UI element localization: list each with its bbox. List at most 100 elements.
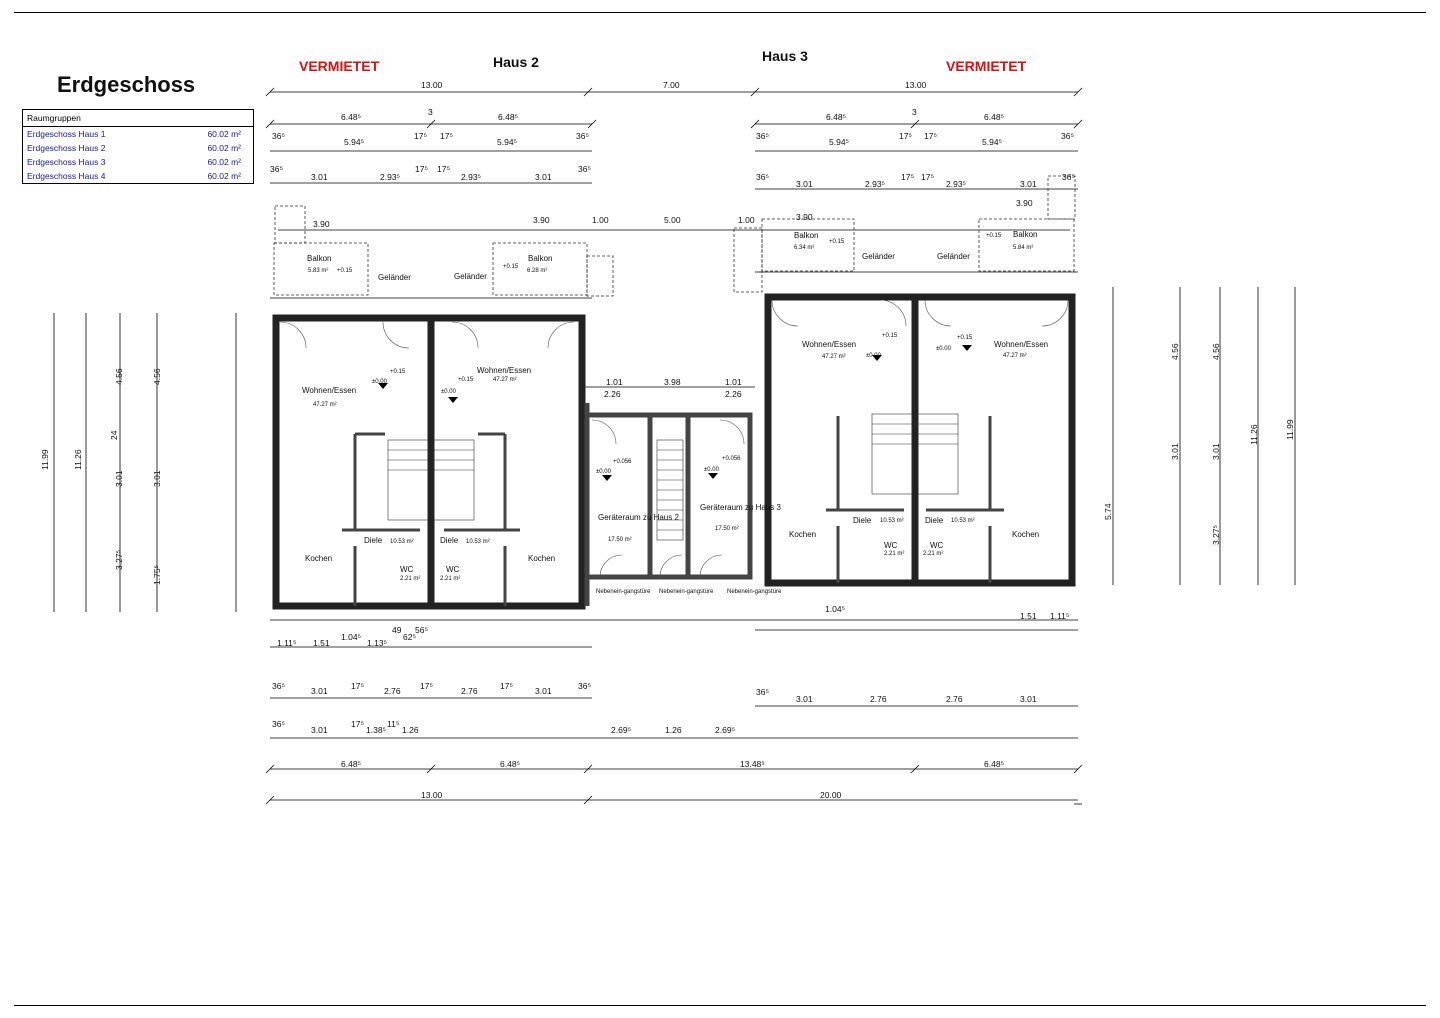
room-area-wohnen: 47.27 m²	[1003, 353, 1027, 359]
room-group-row: Erdgeschoss Haus 3 60.02 m²	[23, 155, 253, 169]
dim-text: 11.26	[1249, 424, 1259, 445]
room-name-kochen: Kochen	[1012, 530, 1039, 539]
dim-text: 17⁵	[351, 719, 364, 729]
dim-text: 11.99	[1285, 419, 1295, 440]
dim-text: 3.90	[313, 219, 330, 229]
dim-text: 1.26	[402, 725, 419, 735]
room-name-kochen: Kochen	[528, 554, 555, 563]
room-group-area: 60.02 m²	[207, 157, 241, 167]
dim-text: 13.00	[905, 80, 927, 90]
room-name-wohnen: Wohnen/Essen	[477, 366, 531, 375]
bottom-border	[14, 1005, 1426, 1006]
dim-text: 3.90	[533, 215, 550, 225]
rented-label-right: VERMIETET	[946, 58, 1027, 74]
house-label-haus3: Haus 3	[762, 48, 808, 64]
room-name-kochen: Kochen	[789, 530, 816, 539]
level-label: +0.056	[722, 456, 741, 462]
dim-text: 2.93⁵	[380, 172, 400, 182]
room-name-wc: WC	[930, 541, 944, 550]
dim-text: 36⁵	[1062, 172, 1075, 182]
dim-text: 13.00	[421, 80, 443, 90]
room-name-wohnen: Wohnen/Essen	[802, 340, 856, 349]
dim-text: 1.04⁵	[825, 604, 845, 614]
dim-text: 3.01	[1211, 443, 1221, 460]
dimension-texts: 13.00 7.00 13.00 6.48⁵ 3 6.48⁵ 6.48⁵ 3 6…	[270, 80, 1075, 800]
dim-text: 36⁵	[756, 131, 769, 141]
dim-text: 2.93⁵	[461, 172, 481, 182]
room-group-area: 60.02 m²	[207, 129, 241, 139]
dim-text: 13.00	[421, 790, 443, 800]
dim-text: 3.01	[114, 470, 124, 487]
level-label: +0.15	[957, 335, 973, 341]
dim-text: 3.90	[1016, 198, 1033, 208]
dim-text: 6.48⁵	[984, 112, 1004, 122]
dim-text: 2.76	[946, 694, 963, 704]
dim-text: 4.56	[1211, 343, 1221, 360]
room-area-balkon: 6.34 m²	[794, 245, 814, 251]
room-area-geraeteraum: 17.50 m²	[608, 537, 632, 543]
dim-text: 3.01	[152, 470, 162, 487]
dim-text: 36⁵	[1061, 131, 1074, 141]
dim-text: 2.69⁵	[715, 725, 735, 735]
room-group-name: Erdgeschoss Haus 3	[27, 157, 106, 167]
dim-text: 2.93⁵	[865, 179, 885, 189]
level-markers	[378, 345, 972, 481]
inner-walls	[342, 416, 1004, 606]
room-name-balkon: Balkon	[794, 231, 818, 240]
dim-text: 5.74	[1103, 503, 1113, 520]
room-name-wc: WC	[400, 565, 414, 574]
room-area-wohnen: 47.27 m²	[313, 402, 337, 408]
room-area-balkon: 5.83 m²	[308, 268, 328, 274]
room-area-geraeteraum: 17.50 m²	[715, 526, 739, 532]
level-label: +0.15	[882, 333, 898, 339]
dim-text: 1.38⁵	[366, 725, 386, 735]
dim-text: 1.51	[1020, 611, 1037, 621]
dim-text: 1.26	[665, 725, 682, 735]
dim-text: 24	[109, 430, 119, 440]
dim-text: 3.27⁵	[1211, 525, 1221, 545]
level-label: ±0.00	[936, 346, 952, 352]
room-name-wc: WC	[884, 541, 898, 550]
dim-text: 2.26	[604, 389, 621, 399]
dim-text: 5.00	[664, 215, 681, 225]
room-area-balkon: 5.84 m²	[1013, 245, 1033, 251]
dim-text: 6.48⁵	[341, 112, 361, 122]
side-dimension-texts: 11.99 11.26 4.56 3.01 24 1.75⁵ 3.27⁵ 4.5…	[40, 343, 1295, 585]
dim-text: 17⁵	[500, 681, 513, 691]
room-name-geraeteraum: Geräteraum zu Haus 3	[700, 503, 781, 512]
dim-text: 1.00	[738, 215, 755, 225]
dim-text: 2.93⁵	[946, 179, 966, 189]
dim-text: 36⁵	[272, 131, 285, 141]
dim-text: 11⁵	[387, 719, 399, 729]
dim-text: 6.48⁵	[984, 759, 1004, 769]
dim-text: 3	[912, 107, 917, 117]
gelaender-label: Geländer	[937, 252, 970, 261]
dim-text: 4.56	[114, 368, 124, 385]
room-name-wohnen: Wohnen/Essen	[994, 340, 1048, 349]
room-area-wc: 2.21 m²	[440, 576, 460, 582]
dim-text: 17⁵	[351, 681, 364, 691]
dim-text: 62⁵	[403, 632, 416, 642]
dim-text: 5.94⁵	[982, 137, 1002, 147]
dim-text: 11.99	[40, 449, 50, 470]
dim-text: 3.01	[1020, 694, 1037, 704]
room-area-diele: 10.53 m²	[951, 518, 975, 524]
room-name-balkon: Balkon	[528, 254, 552, 263]
dim-text: 3.01	[1170, 443, 1180, 460]
level-label: +0.15	[503, 264, 519, 270]
dim-text: 3.90	[796, 212, 813, 222]
room-name-nebeneingang: Nebenein-gangstüre	[727, 589, 782, 595]
dim-text: 6.48⁵	[498, 112, 518, 122]
dimension-ticks	[265, 87, 1083, 805]
stairs	[387, 413, 959, 541]
room-area-wc: 2.21 m²	[884, 551, 904, 557]
room-group-name: Erdgeschoss Haus 2	[27, 143, 106, 153]
dim-text: 6.48⁵	[341, 759, 361, 769]
room-group-name: Erdgeschoss Haus 4	[27, 171, 106, 181]
walls	[272, 293, 1076, 610]
room-area-wc: 2.21 m²	[400, 576, 420, 582]
